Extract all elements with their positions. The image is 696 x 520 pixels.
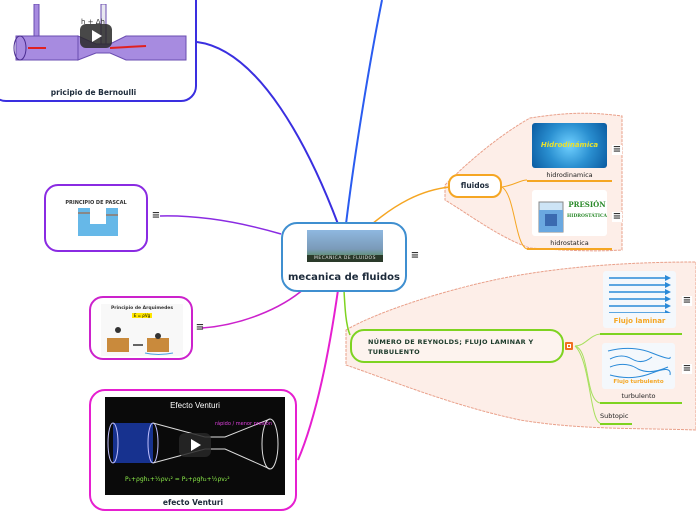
hidrostatica-image-text-2: HIDROSTÁTICA [566, 214, 608, 219]
central-image-caption: MECANICA DE FLUIDOS [307, 255, 383, 262]
pascal-image [78, 208, 118, 236]
laminar-arrows [609, 275, 671, 313]
fluidos-topic[interactable]: fluidos [448, 174, 502, 198]
turbulento-menu-icon[interactable]: ≡ [682, 363, 692, 374]
flujo-turbulento-image-text: Flujo turbulento [613, 379, 664, 385]
hidrodinamica-image[interactable]: Hidrodinámica [532, 123, 607, 168]
venturi-image-title: Efecto Venturi [170, 401, 220, 410]
arquimedes-image-title: Principio de Arquimedes [110, 306, 174, 311]
svg-text:h + Δh: h + Δh [81, 18, 105, 26]
hidrodinamica-label: hidrodinamica [546, 171, 593, 179]
hidrodinamica-image-text: Hidrodinámica [540, 141, 599, 149]
bernoulli-caption: pricipio de Bernoulli [50, 88, 137, 97]
hidrodinamica-menu-icon[interactable]: ≡ [612, 144, 622, 155]
arquimedes-formula: E = ρVg [132, 313, 152, 318]
video-play-button[interactable] [80, 24, 112, 48]
laminar-menu-icon[interactable]: ≡ [682, 295, 692, 306]
venturi-topic[interactable]: Efecto Venturi P₁+ρgh₁+½ρv₁² = P₂+ρgh₂+½… [89, 389, 297, 511]
venturi-caption: efecto Venturi [162, 498, 224, 507]
bernoulli-topic[interactable]: h + Δh pricipio de Bernoulli [0, 0, 197, 102]
pascal-topic[interactable]: PRINCIPIO DE PASCAL [44, 184, 148, 252]
reynolds-label: NÚMERO DE REYNOLDS; FLUJO LAMINAR Y TURB… [368, 338, 534, 356]
fluidos-label: fluidos [460, 181, 490, 190]
flujo-laminar-image-text: Flujo laminar [613, 317, 666, 325]
central-topic[interactable]: MECANICA DE FLUIDOS mecanica de fluidos [281, 222, 407, 292]
bernoulli-image: h + Δh [6, 3, 188, 66]
svg-text:P₁+ρgh₁+½ρv₁² = P₂+ρgh₂+½ρv₂²: P₁+ρgh₁+½ρv₁² = P₂+ρgh₂+½ρv₂² [125, 476, 230, 483]
video-play-button[interactable] [179, 433, 211, 457]
arquimedes-image: Principio de Arquimedes E = ρVg [101, 304, 183, 356]
central-title: mecanica de fluidos [288, 272, 400, 283]
turbulento-label: turbulento [621, 392, 656, 400]
turbulent-arrows [607, 347, 671, 379]
hidrostatica-image-text-1: PRESIÓN [568, 200, 606, 209]
hidrostatica-menu-icon[interactable]: ≡ [612, 211, 622, 222]
arquimedes-topic[interactable]: Principio de Arquimedes E = ρVg [89, 296, 193, 360]
central-menu-icon[interactable]: ≡ [410, 250, 420, 261]
pascal-image-title: PRINCIPIO DE PASCAL [65, 200, 127, 206]
pascal-menu-icon[interactable]: ≡ [151, 210, 161, 221]
flujo-turbulento-image[interactable]: Flujo turbulento [602, 343, 675, 389]
collapse-toggle-icon[interactable] [565, 342, 573, 350]
hidrostatica-image[interactable]: PRESIÓN HIDROSTÁTICA [532, 190, 607, 236]
hidrostatica-label: hidrostatica [550, 239, 589, 247]
svg-text:rápido / menor presión: rápido / menor presión [215, 420, 272, 427]
flujo-laminar-image[interactable]: Flujo laminar [603, 271, 676, 328]
central-image: MECANICA DE FLUIDOS [307, 230, 383, 262]
subtopic-label[interactable]: Subtopic [600, 412, 629, 420]
arquimedes-menu-icon[interactable]: ≡ [195, 322, 205, 333]
reynolds-topic[interactable]: NÚMERO DE REYNOLDS; FLUJO LAMINAR Y TURB… [350, 329, 564, 363]
